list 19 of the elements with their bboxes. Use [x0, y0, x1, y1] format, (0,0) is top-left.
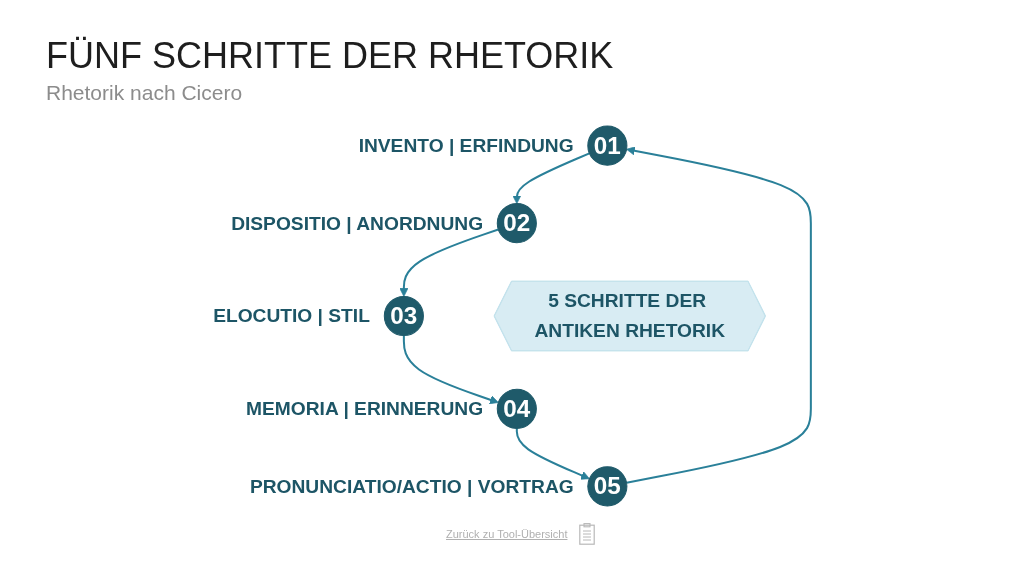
- arrow: [402, 335, 499, 405]
- back-link: Zurück zu Tool-Übersicht: [446, 528, 568, 540]
- step-circle: 01: [587, 125, 628, 166]
- step-circle: 04: [496, 388, 537, 429]
- step-circle: 02: [496, 203, 537, 244]
- step-label: PRONUNCIATIO/ACTIO | VORTRAG: [249, 475, 574, 497]
- step-label: INVENTO | ERFINDUNG: [358, 135, 574, 157]
- arrow: [512, 152, 590, 204]
- step-label: ELOCUTIO | STIL: [213, 305, 370, 327]
- subtitle: Rhetorik nach Cicero: [46, 81, 243, 105]
- step-label: DISPOSITIO | ANORDNUNG: [231, 212, 484, 234]
- arrow: [515, 428, 590, 480]
- arrow: [626, 146, 812, 484]
- arrow: [399, 228, 499, 297]
- step-circle: 03: [383, 295, 424, 337]
- slide-title: FÜNF SCHRITTE DER RHETORIK: [46, 34, 614, 78]
- step-label: MEMORIA | ERINNERUNG: [246, 398, 484, 420]
- step-circle: 05: [587, 466, 628, 507]
- center-hexagon: 5 SCHRITTE DER ANTIKEN RHETORIK: [493, 280, 766, 352]
